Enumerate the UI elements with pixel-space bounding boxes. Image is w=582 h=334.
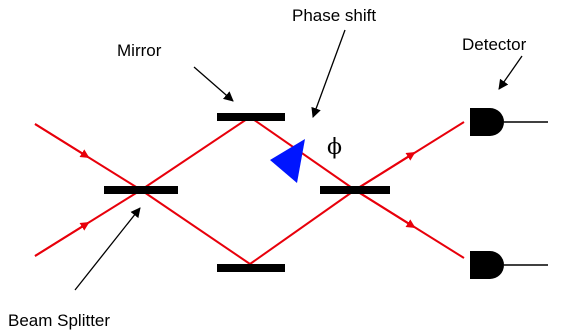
input-beam-lower-arrow <box>34 222 90 257</box>
beam-splitter-1 <box>104 186 178 194</box>
phase-shifter-icon <box>270 139 305 183</box>
detector-label: Detector <box>462 35 527 54</box>
mirror-lower <box>217 264 285 272</box>
detector-lower-icon <box>470 251 548 279</box>
beam-splitter-pointer <box>74 207 141 291</box>
beam-splitter-2 <box>320 186 390 194</box>
phi-symbol: ϕ <box>327 135 342 160</box>
beam-lower-mirror-to-splitter <box>249 189 356 265</box>
beam-splitter-to-lower-mirror <box>140 189 251 265</box>
mirror-upper <box>217 113 285 121</box>
input-beam-upper-arrow <box>34 123 90 158</box>
detector-pointer <box>498 55 523 90</box>
beam-splitter-to-upper-mirror <box>140 116 251 191</box>
mirror-pointer <box>193 66 234 102</box>
beam-paths <box>34 116 465 265</box>
pointer-arrows <box>74 29 523 291</box>
output-beam-upper-arrow <box>354 152 416 191</box>
phase-shift-pointer <box>311 29 346 118</box>
detector-upper-icon <box>470 108 548 136</box>
output-beam-lower-arrow <box>354 189 416 228</box>
beam-upper-mirror-to-splitter <box>249 116 356 191</box>
mirror-label: Mirror <box>117 41 162 60</box>
phase-shift-label: Phase shift <box>292 6 376 25</box>
beam-splitter-label: Beam Splitter <box>8 311 110 330</box>
